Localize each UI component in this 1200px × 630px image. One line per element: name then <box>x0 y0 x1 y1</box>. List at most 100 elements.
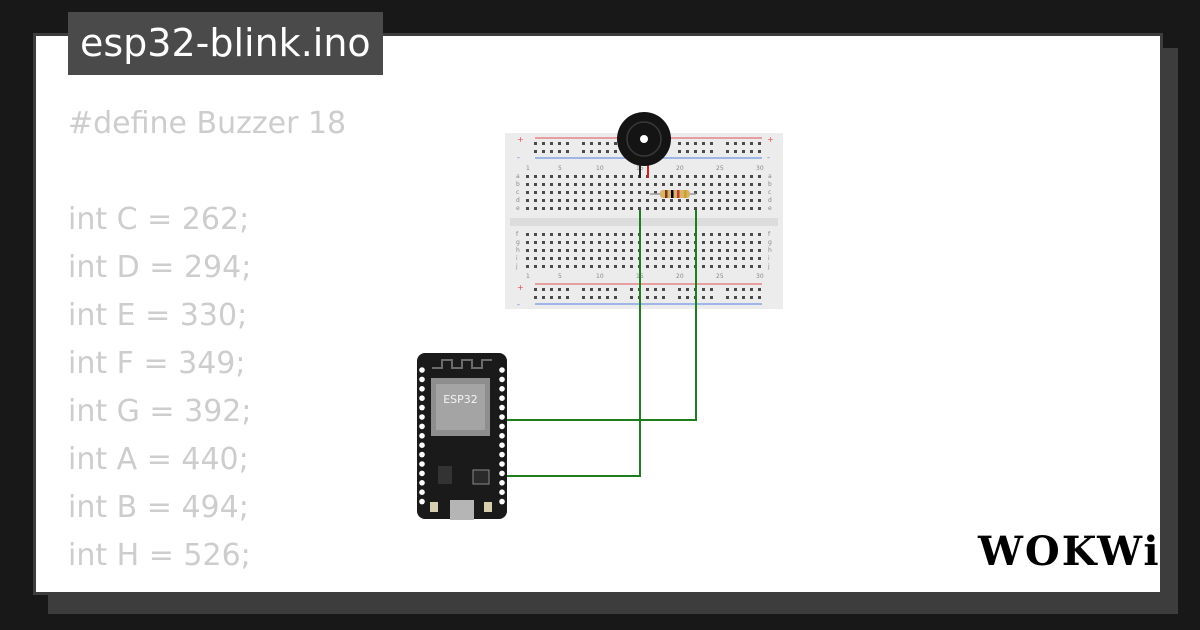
esp32-pin[interactable] <box>499 414 505 420</box>
buzzer[interactable] <box>617 112 671 178</box>
esp32-pin[interactable] <box>499 433 505 439</box>
esp32-pin[interactable] <box>419 395 425 402</box>
breadboard-hole <box>662 288 665 291</box>
esp32-pin[interactable] <box>419 451 425 458</box>
breadboard-hole <box>598 183 601 186</box>
esp32-pin[interactable] <box>499 423 505 430</box>
breadboard-hole <box>590 191 593 194</box>
column-label: 20 <box>676 273 684 280</box>
esp32-pin[interactable] <box>499 376 505 383</box>
breadboard-hole <box>598 296 601 299</box>
breadboard-center-channel <box>510 218 778 226</box>
breadboard-hole <box>654 199 657 202</box>
esp32-pin[interactable] <box>499 367 505 373</box>
esp32-pin[interactable] <box>419 433 425 439</box>
esp32-pin[interactable] <box>499 498 505 505</box>
code-line: int G = 392; <box>68 394 252 429</box>
breadboard-hole <box>574 199 577 202</box>
esp32-pin[interactable] <box>419 442 425 449</box>
breadboard-hole <box>598 241 601 244</box>
breadboard-hole <box>710 257 713 260</box>
breadboard-hole <box>606 191 609 194</box>
esp32-pin[interactable] <box>419 498 425 505</box>
esp32-pin[interactable] <box>499 489 505 496</box>
esp32-pin[interactable] <box>499 395 505 402</box>
esp32-pin[interactable] <box>419 480 425 486</box>
breadboard-hole <box>742 296 745 299</box>
breadboard-hole <box>742 241 745 244</box>
resistor[interactable] <box>650 190 696 198</box>
breadboard-hole <box>758 249 761 252</box>
breadboard-hole <box>734 296 737 299</box>
file-title-tab[interactable]: esp32-blink.ino <box>68 12 383 75</box>
breadboard-hole <box>550 233 553 236</box>
wokwi-logo: WOKWi <box>978 528 1161 575</box>
esp32-pin[interactable] <box>419 376 425 383</box>
esp32-pin[interactable] <box>419 404 425 411</box>
breadboard-hole <box>678 183 681 186</box>
esp32-pin[interactable] <box>499 404 505 411</box>
breadboard-hole <box>710 183 713 186</box>
esp32-pin[interactable] <box>419 414 425 420</box>
en-button[interactable] <box>484 502 492 512</box>
esp32-pin[interactable] <box>499 386 505 392</box>
breadboard-hole <box>574 265 577 268</box>
breadboard-hole <box>566 296 569 299</box>
boot-button[interactable] <box>430 502 438 512</box>
breadboard-hole <box>686 241 689 244</box>
breadboard-hole <box>598 175 601 178</box>
breadboard-hole <box>630 191 633 194</box>
breadboard-hole <box>542 249 545 252</box>
esp32-pin[interactable] <box>419 367 425 373</box>
code-snippet: #define Buzzer 18 int C = 262; int D = 2… <box>68 100 346 580</box>
breadboard-hole <box>614 191 617 194</box>
wire[interactable] <box>503 210 641 477</box>
breadboard-hole <box>694 142 697 145</box>
breadboard-hole <box>678 207 681 210</box>
breadboard-hole <box>614 241 617 244</box>
breadboard-hole <box>606 241 609 244</box>
breadboard-hole <box>654 288 657 291</box>
breadboard-hole <box>542 183 545 186</box>
breadboard-hole <box>646 183 649 186</box>
esp32-pin[interactable] <box>499 461 505 467</box>
row-label: i <box>768 255 770 262</box>
esp32-board[interactable]: ESP32 <box>417 353 507 520</box>
wire[interactable] <box>503 210 697 421</box>
breadboard-hole <box>574 175 577 178</box>
breadboard-hole <box>630 175 633 178</box>
breadboard-hole <box>686 183 689 186</box>
breadboard-hole <box>662 296 665 299</box>
breadboard-hole <box>742 142 745 145</box>
breadboard-hole <box>718 233 721 236</box>
breadboard-hole <box>598 288 601 291</box>
breadboard-hole <box>718 241 721 244</box>
breadboard-hole <box>710 150 713 153</box>
esp32-pin[interactable] <box>419 489 425 496</box>
breadboard-hole <box>646 296 649 299</box>
breadboard-hole <box>678 175 681 178</box>
breadboard-hole <box>678 296 681 299</box>
row-label: g <box>768 239 772 246</box>
esp32-pin[interactable] <box>499 480 505 486</box>
breadboard-hole <box>630 183 633 186</box>
breadboard-hole <box>622 199 625 202</box>
column-label: 20 <box>676 165 684 172</box>
breadboard-hole <box>670 233 673 236</box>
esp32-pin[interactable] <box>419 386 425 392</box>
breadboard-hole <box>566 207 569 210</box>
breadboard-hole <box>590 296 593 299</box>
breadboard-hole <box>526 199 529 202</box>
breadboard-hole <box>718 207 721 210</box>
breadboard-hole <box>614 150 617 153</box>
breadboard-hole <box>742 288 745 291</box>
esp32-pin[interactable] <box>419 470 425 477</box>
breadboard-hole <box>550 150 553 153</box>
esp32-pin[interactable] <box>419 423 425 430</box>
usb-uart-chip <box>472 469 490 485</box>
esp32-pin[interactable] <box>499 442 505 449</box>
esp32-pin[interactable] <box>499 451 505 458</box>
esp32-pin[interactable] <box>419 461 425 467</box>
esp32-pin[interactable] <box>499 470 505 477</box>
breadboard-hole <box>590 257 593 260</box>
